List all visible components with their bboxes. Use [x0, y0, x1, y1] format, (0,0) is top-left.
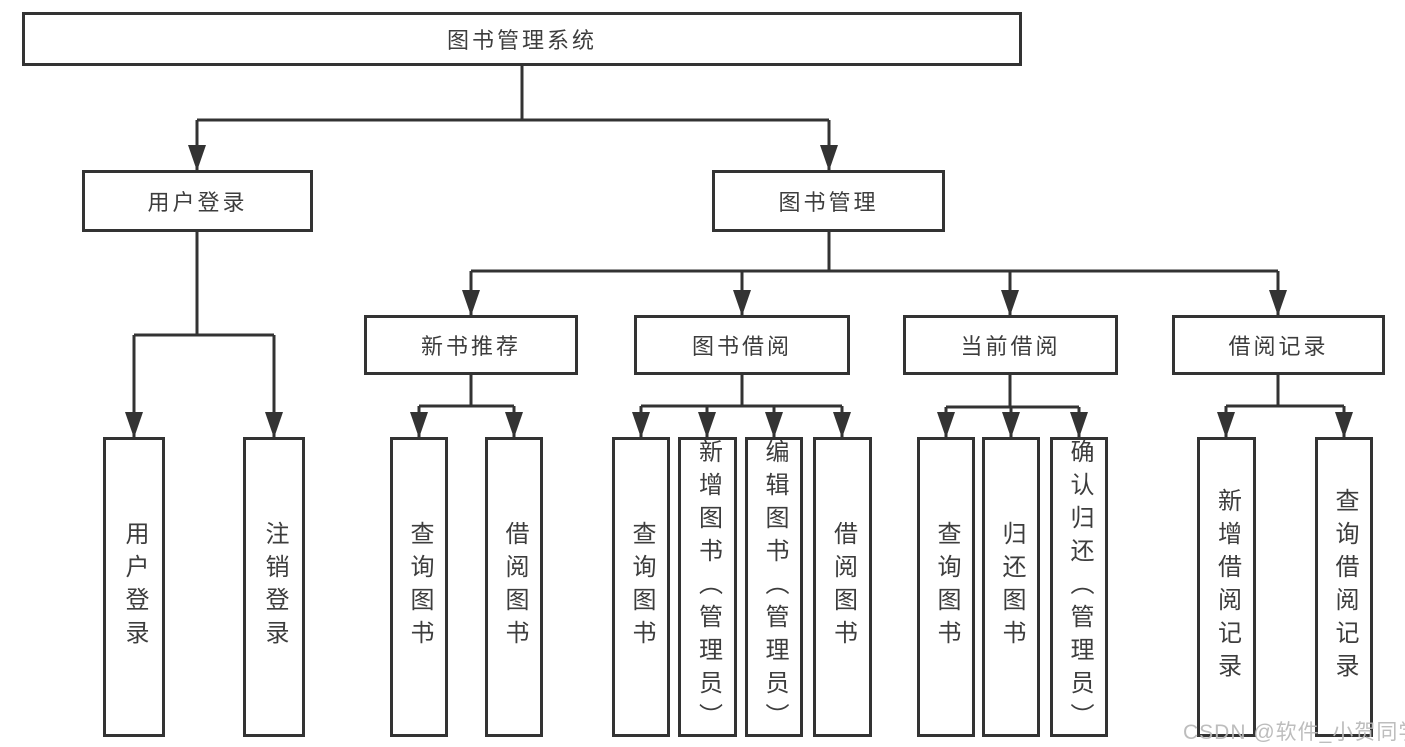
- node-leaf-user-login-label: 用户登录: [121, 521, 148, 653]
- node-leaf-borrow-books-2: 借阅图书: [813, 437, 872, 737]
- node-book-borrow-label: 图书借阅: [691, 334, 792, 359]
- node-leaf-add-books-admin-label: 新增图书（管理员）: [694, 438, 722, 736]
- node-book-management-label: 图书管理: [778, 190, 879, 215]
- node-current-borrow: 当前借阅: [903, 315, 1118, 375]
- node-leaf-add-borrow-record: 新增借阅记录: [1197, 437, 1256, 737]
- node-user-login-label: 用户登录: [147, 190, 248, 215]
- node-leaf-add-borrow-record-label: 新增借阅记录: [1213, 488, 1241, 686]
- connector-borrow-record-split: [1226, 375, 1344, 408]
- node-library-system-label: 图书管理系统: [446, 28, 597, 53]
- node-leaf-return-books: 归还图书: [982, 437, 1040, 737]
- node-leaf-edit-books-admin-label: 编辑图书（管理员）: [761, 438, 788, 736]
- node-current-borrow-label: 当前借阅: [960, 334, 1061, 359]
- connector-new-book-split: [419, 375, 514, 408]
- node-leaf-user-login: 用户登录: [103, 437, 165, 737]
- node-user-login: 用户登录: [82, 170, 313, 232]
- connector-root-split: [197, 66, 829, 122]
- node-leaf-query-borrow-record: 查询借阅记录: [1315, 437, 1373, 737]
- connector-book-borrow-split: [641, 375, 842, 408]
- node-leaf-confirm-return-admin: 确认归还（管理员）: [1050, 437, 1108, 737]
- node-leaf-query-borrow-record-label: 查询借阅记录: [1331, 488, 1358, 686]
- node-leaf-query-books-3: 查询图书: [917, 437, 975, 737]
- csdn-watermark: CSDN @软件_小贺同学: [1183, 721, 1405, 744]
- connector-user-login-split: [134, 232, 274, 337]
- connector-current-borrow-split: [946, 375, 1079, 409]
- node-leaf-borrow-books-1: 借阅图书: [485, 437, 543, 737]
- node-leaf-add-books-admin: 新增图书（管理员）: [678, 437, 737, 737]
- node-borrow-records-label: 借阅记录: [1228, 334, 1329, 359]
- node-leaf-query-books-2-label: 查询图书: [628, 521, 655, 653]
- node-book-borrow: 图书借阅: [634, 315, 850, 375]
- node-leaf-query-books-3-label: 查询图书: [933, 521, 960, 653]
- node-leaf-logout-label: 注销登录: [261, 521, 288, 653]
- node-leaf-borrow-books-2-label: 借阅图书: [829, 521, 857, 653]
- node-leaf-return-books-label: 归还图书: [998, 521, 1025, 653]
- node-library-system: 图书管理系统: [22, 12, 1022, 66]
- node-book-management: 图书管理: [712, 170, 945, 232]
- node-leaf-borrow-books-1-label: 借阅图书: [501, 521, 528, 653]
- node-new-book-recommend-label: 新书推荐: [420, 334, 521, 359]
- node-leaf-confirm-return-admin-label: 确认归还（管理员）: [1066, 438, 1093, 736]
- connector-book-mgmt-split: [471, 232, 1278, 273]
- node-leaf-query-books-2: 查询图书: [612, 437, 670, 737]
- node-leaf-edit-books-admin: 编辑图书（管理员）: [745, 437, 803, 737]
- node-borrow-records: 借阅记录: [1172, 315, 1385, 375]
- node-new-book-recommend: 新书推荐: [364, 315, 578, 375]
- node-leaf-logout: 注销登录: [243, 437, 305, 737]
- node-leaf-query-books-1-label: 查询图书: [406, 521, 433, 653]
- node-leaf-query-books-1: 查询图书: [390, 437, 448, 737]
